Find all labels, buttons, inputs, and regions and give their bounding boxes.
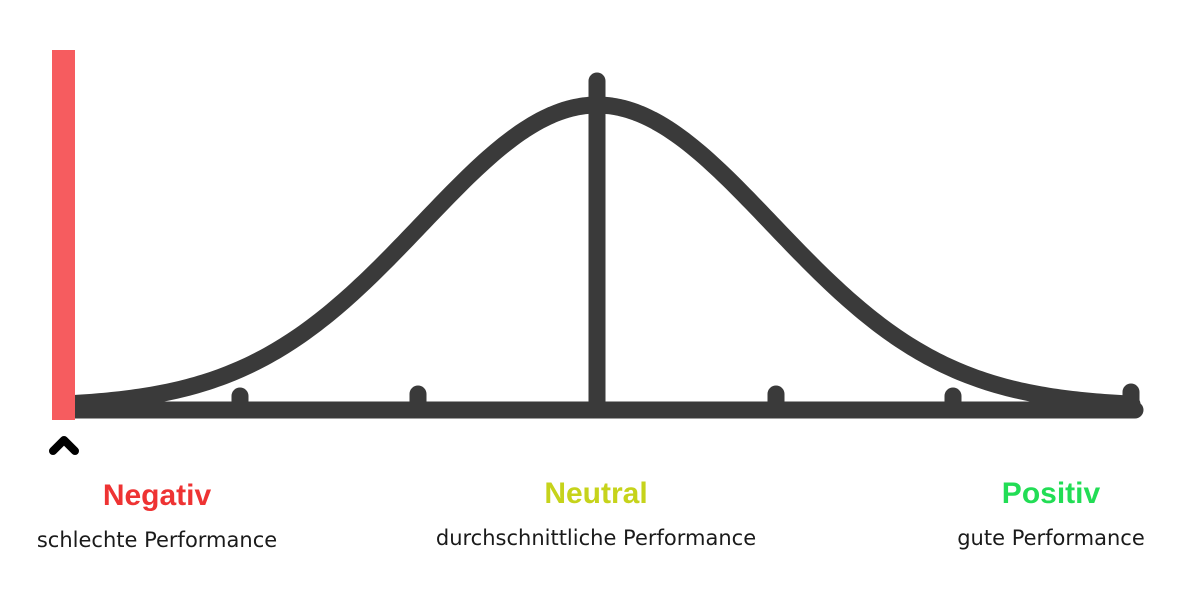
negative-subtitle: schlechte Performance bbox=[36, 528, 278, 552]
neutral-label-group: Neutral durchschnittliche Performance bbox=[436, 476, 756, 552]
positive-label-group: Positiv gute Performance bbox=[957, 476, 1145, 552]
position-marker-bar bbox=[52, 50, 75, 420]
neutral-title: Neutral bbox=[544, 477, 648, 510]
negative-label-group: Negativ schlechte Performance bbox=[37, 478, 277, 554]
positive-subtitle: gute Performance bbox=[957, 526, 1145, 550]
positive-title: Positiv bbox=[1001, 477, 1101, 510]
negative-title: Negativ bbox=[102, 479, 212, 512]
caret-up-icon bbox=[49, 436, 79, 455]
neutral-subtitle: durchschnittliche Performance bbox=[435, 526, 757, 550]
